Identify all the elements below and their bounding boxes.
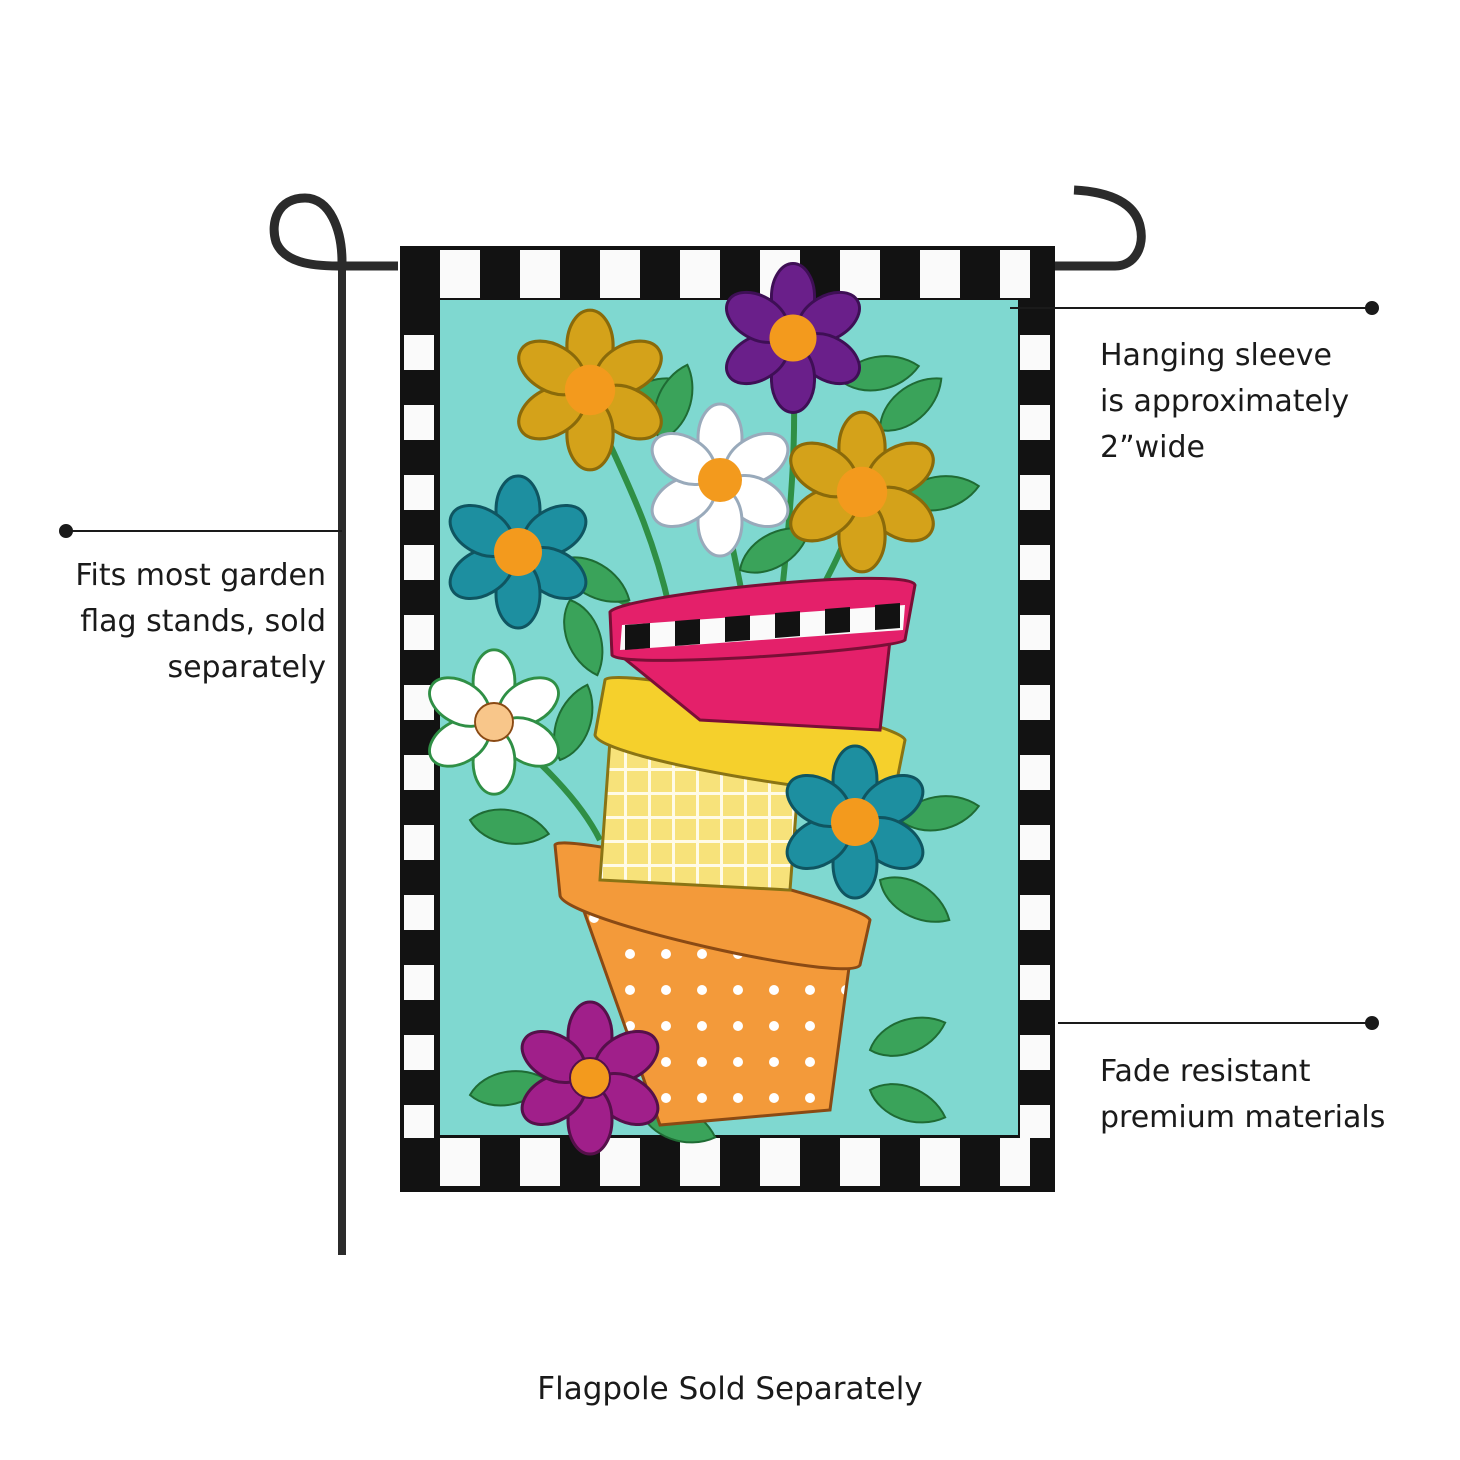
callout-line: 2”wide [1100,430,1205,465]
callout-stand-compatibility: Fits most garden flag stands, sold separ… [20,553,326,691]
flower-teal-left [439,474,597,630]
flower-purple-top [716,262,870,414]
callout-line: Fits most garden [75,558,326,593]
callout-line: premium materials [1100,1100,1386,1135]
flower-gold-top-left [507,308,673,472]
flag-stand [269,185,1146,1255]
callout-fade-resistant: Fade resistant premium materials [1100,1049,1385,1141]
callout-hanging-sleeve: Hanging sleeve is approximately 2”wide [1100,333,1349,471]
callout-line: Hanging sleeve [1100,338,1333,373]
middle-yellow-pot [593,675,907,892]
flower-gold-right [779,410,945,574]
callout-line: is approximately [1100,384,1350,419]
flower-white-center [641,402,799,558]
callout-lines [59,301,1379,1030]
callout-line: separately [167,650,326,685]
flower-purple-bottom [511,1000,669,1156]
flower-white-left [419,648,569,796]
callout-line: Fade resistant [1100,1054,1311,1089]
flower-teal-right [776,744,934,900]
top-pink-pot [608,576,917,732]
footer-note: Flagpole Sold Separately [537,1371,923,1407]
callout-line: flag stands, sold [80,604,326,639]
